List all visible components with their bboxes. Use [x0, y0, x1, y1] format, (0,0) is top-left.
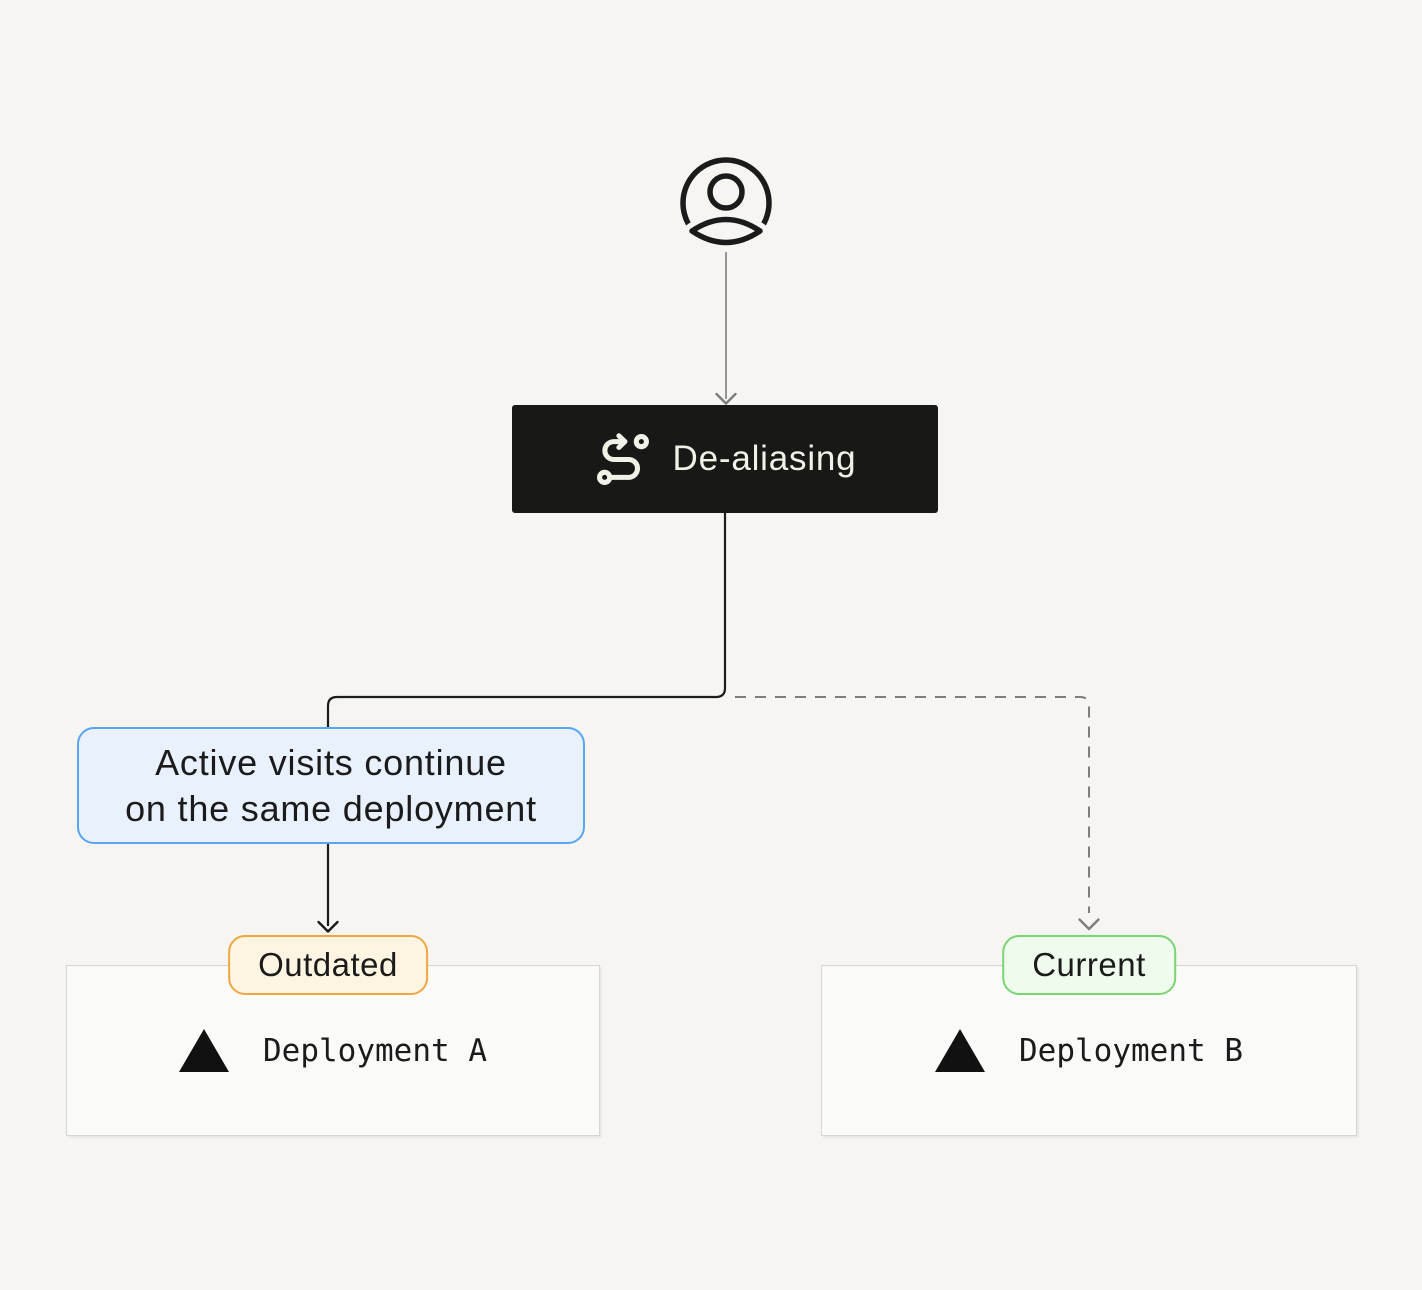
user-icon	[680, 157, 772, 251]
arrowhead-user-to-dealiasing	[715, 392, 737, 405]
arrowhead-to-outdated	[317, 920, 339, 933]
edge-dealiasing-to-note	[326, 513, 727, 732]
note-active-visits: Active visits continue on the same deplo…	[77, 727, 585, 844]
vercel-triangle-icon	[935, 1029, 986, 1072]
outdated-badge: Outdated	[228, 935, 428, 995]
deployment-b-label: Deployment B	[1019, 1032, 1243, 1069]
user-node	[678, 155, 774, 251]
route-icon	[596, 433, 649, 485]
dealiasing-node: De-aliasing	[512, 405, 938, 513]
vercel-triangle-icon	[179, 1029, 230, 1072]
deployment-b-node: Deployment B	[821, 965, 1357, 1136]
arrowhead-to-current	[1078, 918, 1100, 931]
note-line-2: on the same deployment	[125, 787, 537, 829]
current-badge: Current	[1002, 935, 1176, 995]
deployment-a-label: Deployment A	[263, 1032, 487, 1069]
edge-dealiasing-to-deployment-b	[735, 696, 1090, 913]
note-line-1: Active visits continue	[155, 741, 507, 783]
dealiasing-label: De-aliasing	[672, 439, 857, 478]
